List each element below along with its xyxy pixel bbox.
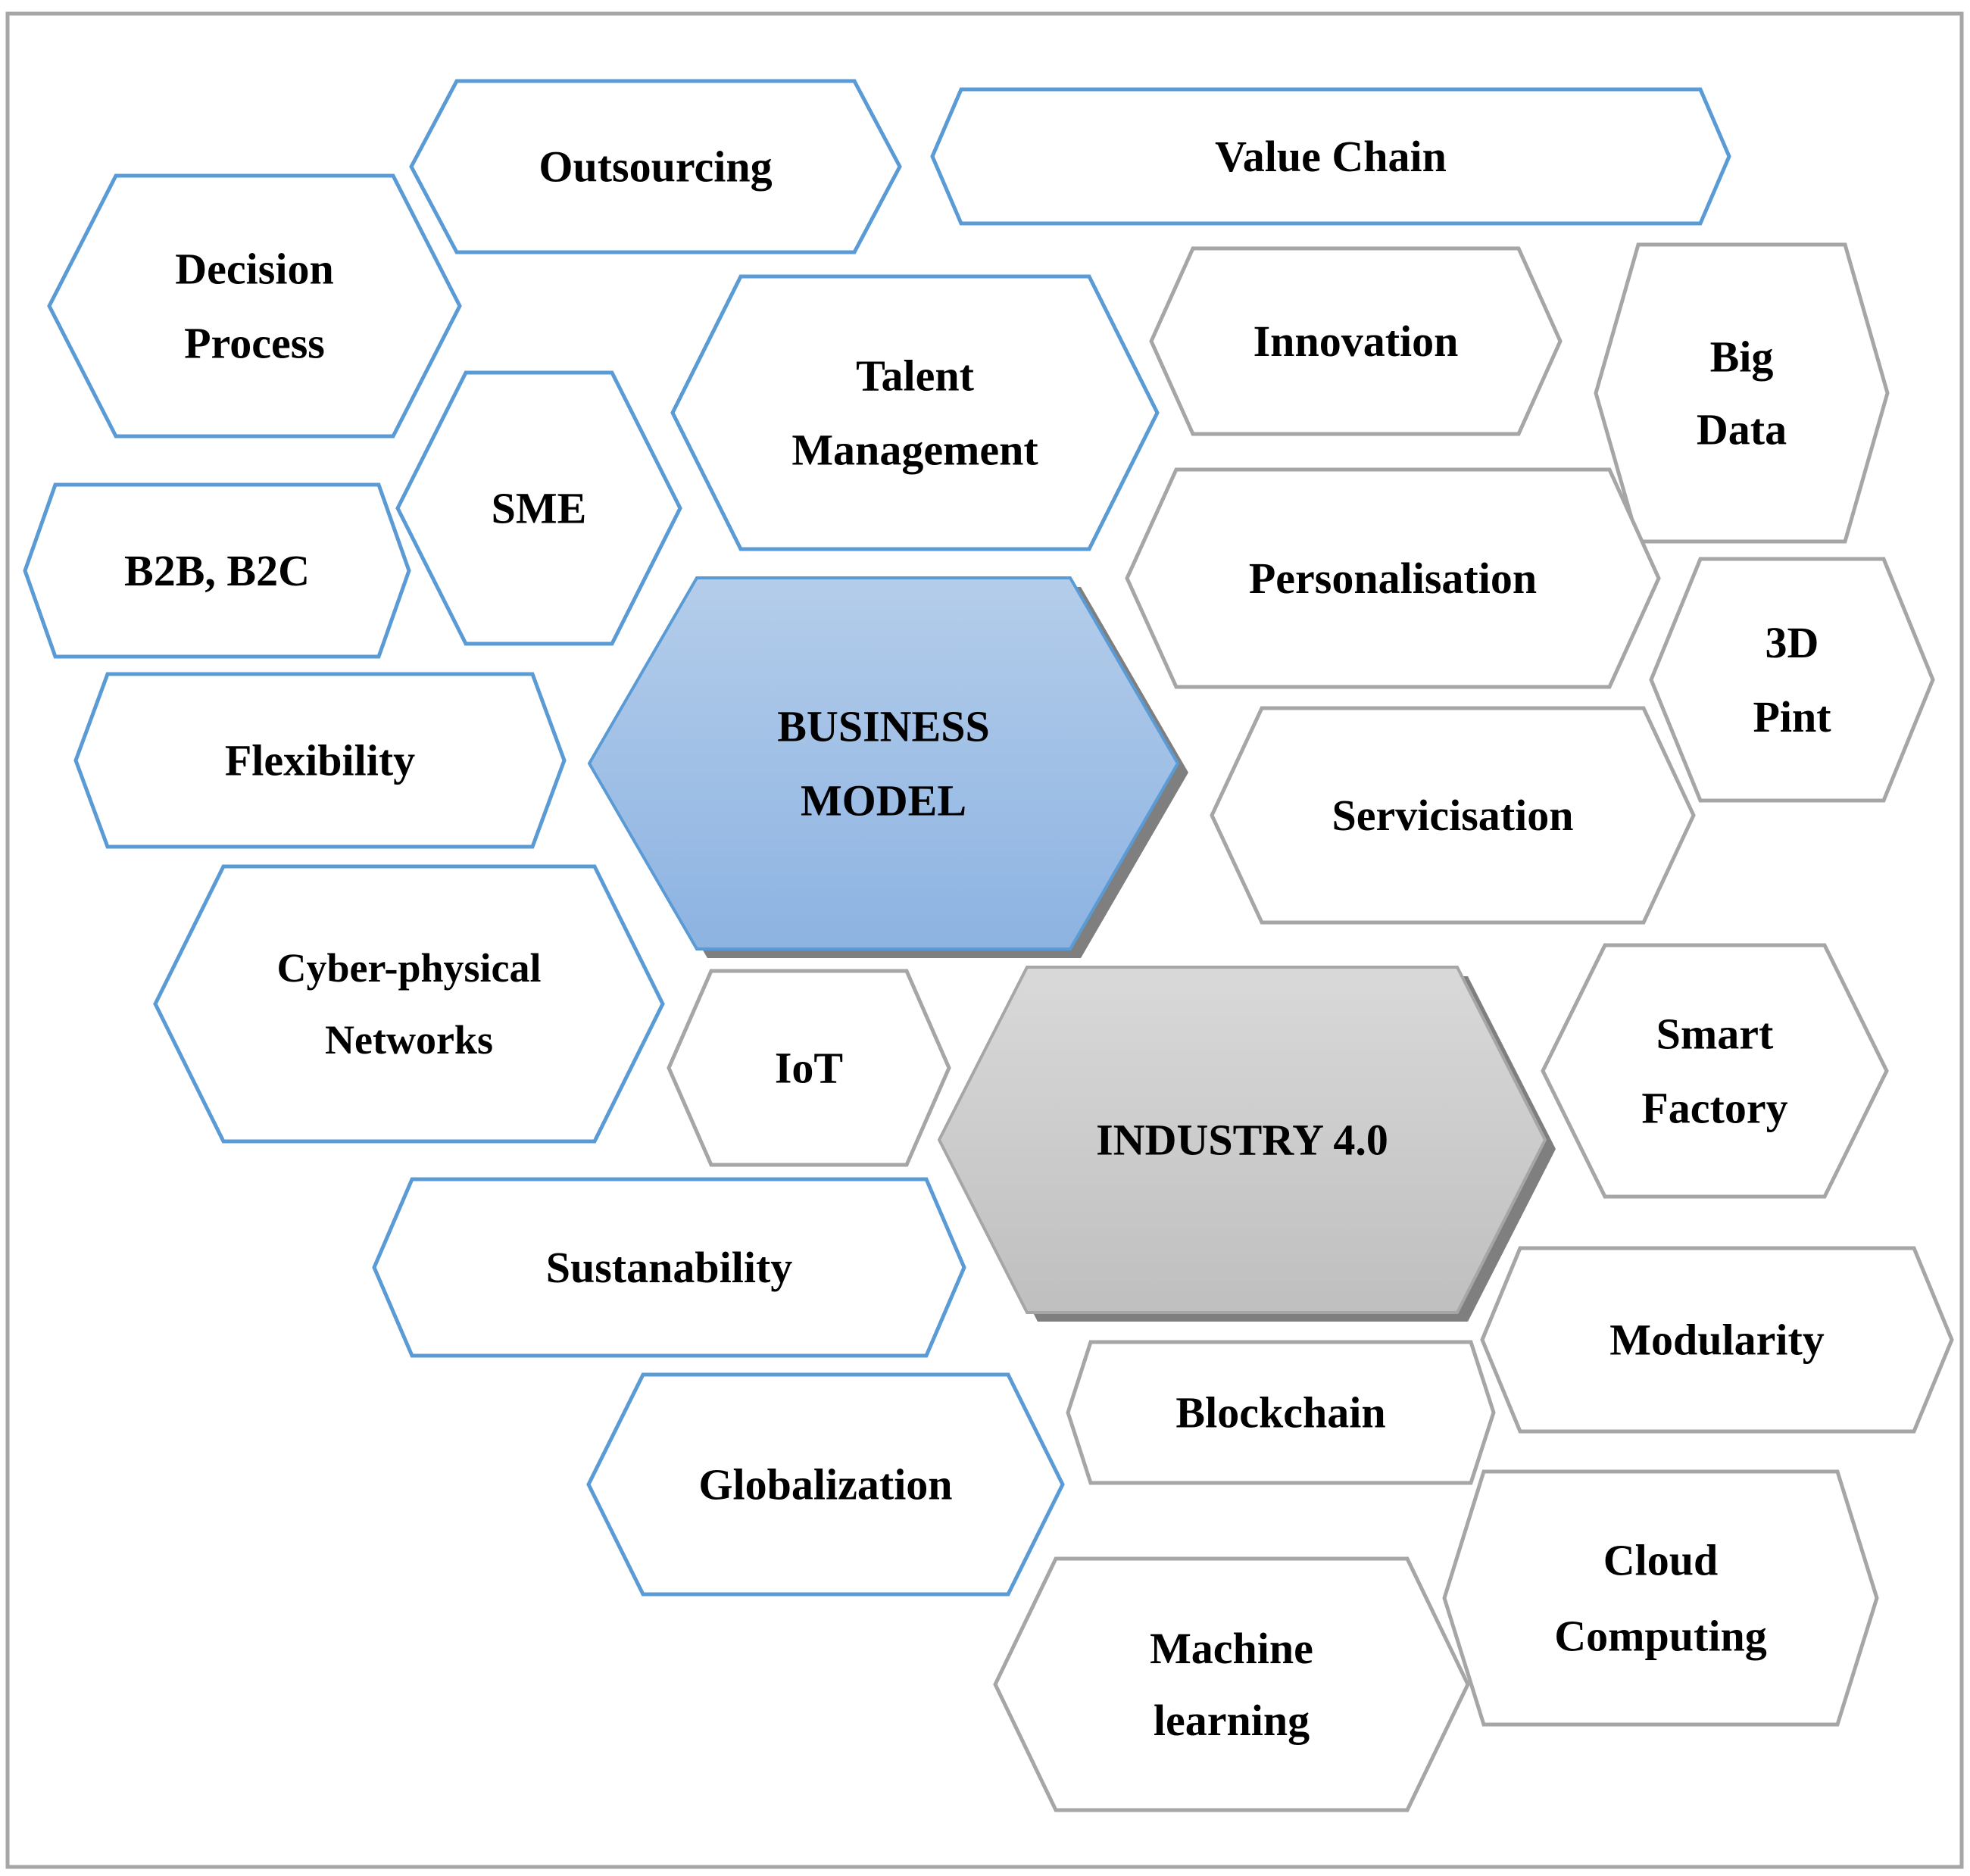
hexagon-industry-4-0: INDUSTRY 4.0	[937, 966, 1556, 1322]
hexagon-label-b2b-b2c-line-1: B2B, B2C	[124, 546, 310, 595]
hexagon-value-chain: Value Chain	[930, 87, 1731, 226]
hexagon-shape	[1125, 467, 1661, 689]
hexagon-iot: IoT	[667, 969, 951, 1167]
hexagon-label-innovation-line-1: Innovation	[1253, 317, 1459, 366]
hexagon-label-modularity-line-1: Modularity	[1609, 1316, 1825, 1365]
hexagon-label-cyber-physical-networks-line-1: Cyber-physical	[277, 945, 542, 991]
hexagon-flexibility: Flexibility	[73, 672, 567, 849]
hexagon-modularity: Modularity	[1480, 1246, 1954, 1434]
hexagon-outsourcing: Outsourcing	[409, 79, 902, 254]
hexagon-label-business-model-line-1: BUSINESS	[777, 702, 989, 751]
hexagon-shape	[409, 79, 902, 254]
hexagon-shape	[1149, 246, 1563, 436]
hexagon-label-big-data-line-1: Big	[1710, 332, 1774, 382]
hexagon-label-iot-line-1: IoT	[775, 1044, 843, 1093]
hexagon-business-model: BUSINESS MODEL	[587, 576, 1188, 958]
hexagon-sme: SME	[395, 370, 682, 646]
hexagon-label-cloud-computing-line-1: Cloud	[1603, 1536, 1719, 1585]
hexagon-b2b-b2c: B2B, B2C	[23, 482, 411, 659]
hexagon-label-outsourcing-line-1: Outsourcing	[539, 142, 772, 192]
hexagon-label-value-chain-line-1: Value Chain	[1215, 132, 1447, 181]
hexagon-blockchain: Blockchain	[1066, 1340, 1496, 1485]
hexagon-label-talent-management-line-2: Management	[791, 426, 1038, 475]
hexagon-shape	[47, 173, 462, 439]
hexagon-servicisation: Servicisation	[1210, 706, 1696, 925]
hexagon-shape	[937, 966, 1547, 1314]
hexagon-shape	[586, 1372, 1065, 1597]
hexagon-label-machine-learning-line-1: Machine	[1150, 1624, 1313, 1673]
hexagon-label-decision-process-line-2: Process	[184, 319, 325, 368]
hexagon-shape	[1541, 943, 1889, 1199]
hexagon-label-3d-pint-line-1: 3D	[1766, 618, 1819, 667]
hexagon-label-3d-pint-line-2: Pint	[1753, 692, 1831, 741]
hexagon-machine-learning: Machine learning	[993, 1556, 1470, 1812]
hexagon-shape	[1066, 1340, 1496, 1485]
hexagon-shape	[1480, 1246, 1954, 1434]
hexagon-label-business-model-line-2: MODEL	[801, 776, 966, 826]
hexagon-3d-pint: 3D Pint	[1649, 557, 1935, 803]
hexagon-shape	[395, 370, 682, 646]
hexagon-label-decision-process-line-1: Decision	[175, 245, 333, 294]
hexagon-shape	[667, 969, 951, 1167]
hexagon-label-personalisation-line-1: Personalisation	[1249, 554, 1537, 603]
hexagon-shape	[23, 482, 411, 659]
hexagon-label-big-data-line-2: Data	[1697, 405, 1787, 454]
hexagon-shape	[73, 672, 567, 849]
hexagon-label-smart-factory-line-2: Factory	[1641, 1084, 1787, 1133]
hexagon-label-globalization-line-1: Globalization	[698, 1460, 952, 1509]
hexagon-shape	[372, 1177, 966, 1358]
hexagon-shape	[930, 87, 1731, 226]
hexagon-shape	[587, 576, 1180, 950]
hexagon-shape	[1649, 557, 1935, 803]
hexagon-label-sustanability-line-1: Sustanability	[546, 1243, 793, 1292]
hexagon-label-cyber-physical-networks-line-2: Networks	[325, 1017, 493, 1063]
hexagon-globalization: Globalization	[586, 1372, 1065, 1597]
hexagon-label-flexibility-line-1: Flexibility	[225, 736, 415, 785]
hexagon-shape	[153, 864, 665, 1144]
hexagon-shape	[1442, 1469, 1879, 1727]
hexagon-personalisation: Personalisation	[1125, 467, 1661, 689]
hexagon-label-smart-factory-line-1: Smart	[1656, 1010, 1774, 1059]
hexagon-label-talent-management-line-1: Talent	[856, 351, 974, 401]
hexagon-shape	[1210, 706, 1696, 925]
hexagon-sustanability: Sustanability	[372, 1177, 966, 1358]
hexagon-innovation: Innovation	[1149, 246, 1563, 436]
hexagon-label-servicisation-line-1: Servicisation	[1332, 791, 1574, 840]
hexagon-label-cloud-computing-line-2: Computing	[1554, 1612, 1766, 1661]
hexagon-shape	[670, 274, 1160, 551]
hexagon-label-industry-4-0-line-1: INDUSTRY 4.0	[1096, 1116, 1388, 1165]
hexagon-label-sme-line-1: SME	[492, 484, 587, 533]
hexagon-shape	[993, 1556, 1470, 1812]
hexagon-label-machine-learning-line-2: learning	[1154, 1696, 1310, 1745]
hexagon-shape	[1594, 242, 1890, 544]
hexagon-label-blockchain-line-1: Blockchain	[1175, 1388, 1385, 1437]
